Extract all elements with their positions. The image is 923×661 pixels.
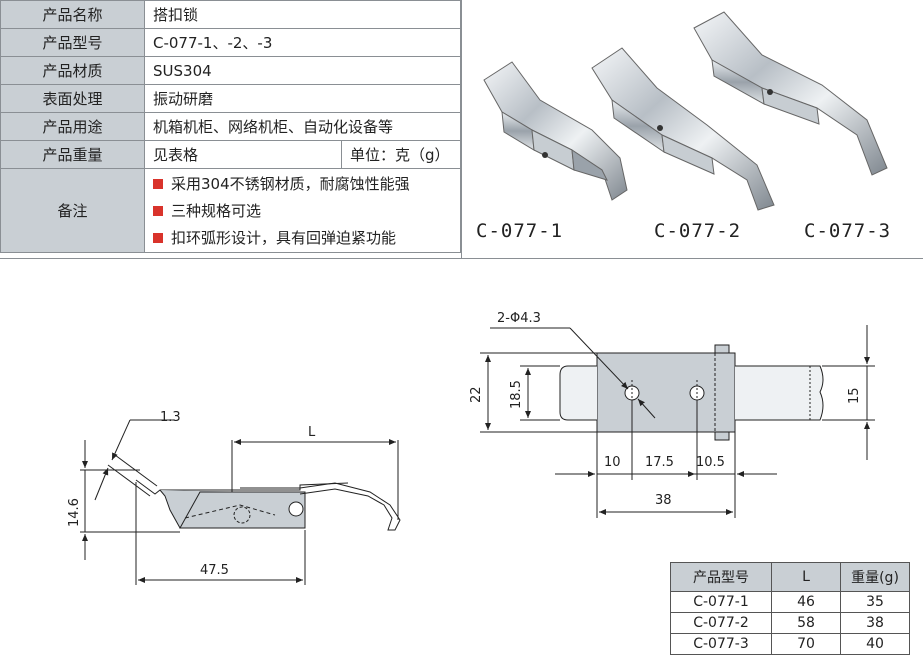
spec-row: 产品型号 C-077-1、-2、-3 xyxy=(0,28,461,57)
spec-label: 表面处理 xyxy=(0,84,145,113)
spec-value: 振动研磨 xyxy=(144,84,461,113)
note-item: 采用304不锈钢材质，耐腐蚀性能强 xyxy=(153,170,452,197)
dim-15: 15 xyxy=(847,387,862,404)
dim-38: 38 xyxy=(655,493,672,508)
red-square-bullet-icon xyxy=(153,178,163,189)
table-cell: 58 xyxy=(771,612,841,634)
table-cell: 38 xyxy=(840,612,910,634)
spec-value: 见表格 xyxy=(144,140,342,169)
spec-table: 产品名称 搭扣锁 产品型号 C-077-1、-2、-3 产品材质 SUS304 … xyxy=(0,0,461,253)
dim-hole: 2-Φ4.3 xyxy=(497,311,541,326)
table-cell: 40 xyxy=(840,633,910,655)
top-view xyxy=(480,325,875,518)
dim-17-5: 17.5 xyxy=(645,455,674,470)
spec-row: 产品材质 SUS304 xyxy=(0,56,461,85)
side-view xyxy=(80,419,401,585)
weight-unit: 单位：克（g） xyxy=(341,140,461,169)
spec-row: 产品名称 搭扣锁 xyxy=(0,0,461,29)
latch-photo-3 xyxy=(693,11,888,176)
table-row: C-077-2 58 38 xyxy=(670,612,910,634)
spec-label: 备注 xyxy=(0,168,145,253)
spec-row: 表面处理 振动研磨 xyxy=(0,84,461,113)
table-cell: 35 xyxy=(840,591,910,613)
table-cell: C-077-2 xyxy=(670,612,772,634)
latch-photo-1 xyxy=(483,61,628,201)
spec-value: 机箱机柜、网络机柜、自动化设备等 xyxy=(144,112,461,141)
dim-height: 14.6 xyxy=(67,498,82,527)
spec-label: 产品用途 xyxy=(0,112,145,141)
spec-value: 搭扣锁 xyxy=(144,0,461,29)
table-cell: 70 xyxy=(771,633,841,655)
model-label-2: C-077-2 xyxy=(654,220,742,242)
table-header: 重量(g) xyxy=(840,562,910,592)
table-cell: 46 xyxy=(771,591,841,613)
note-item: 扣环弧形设计，具有回弹迫紧功能 xyxy=(153,224,452,251)
dim-length: 47.5 xyxy=(200,563,229,578)
divider-vertical xyxy=(461,0,462,258)
spec-row: 产品重量 见表格 单位：克（g） xyxy=(0,140,461,169)
latch-photo-2 xyxy=(591,47,775,211)
table-cell: C-077-3 xyxy=(670,633,772,655)
table-header-row: 产品型号 L 重量(g) xyxy=(670,562,910,592)
dim-10: 10 xyxy=(604,455,621,470)
red-square-bullet-icon xyxy=(153,232,163,243)
table-row: C-077-1 46 35 xyxy=(670,591,910,613)
dim-L: L xyxy=(308,425,316,440)
notes-cell: 采用304不锈钢材质，耐腐蚀性能强 三种规格可选 扣环弧形设计，具有回弹迫紧功能 xyxy=(144,168,461,253)
model-label-1: C-077-1 xyxy=(476,220,564,242)
spec-row-note: 备注 采用304不锈钢材质，耐腐蚀性能强 三种规格可选 扣环弧形设计，具有回弹迫… xyxy=(0,168,461,253)
spec-label: 产品型号 xyxy=(0,28,145,57)
table-row: C-077-3 70 40 xyxy=(670,633,910,655)
model-label-3: C-077-3 xyxy=(804,220,892,242)
spec-label: 产品名称 xyxy=(0,0,145,29)
table-header: 产品型号 xyxy=(670,562,772,592)
table-header: L xyxy=(771,562,841,592)
spec-row: 产品用途 机箱机柜、网络机柜、自动化设备等 xyxy=(0,112,461,141)
product-photo xyxy=(483,11,888,211)
divider-horizontal xyxy=(0,258,923,259)
note-item: 三种规格可选 xyxy=(153,197,452,224)
dim-10-5: 10.5 xyxy=(696,455,725,470)
model-table: 产品型号 L 重量(g) C-077-1 46 35 C-077-2 58 38… xyxy=(670,562,910,655)
dim-thickness: 1.3 xyxy=(160,410,181,425)
spec-value: SUS304 xyxy=(144,56,461,85)
spec-label: 产品材质 xyxy=(0,56,145,85)
spec-label: 产品重量 xyxy=(0,140,145,169)
dim-18-5: 18.5 xyxy=(509,380,524,409)
dim-22: 22 xyxy=(469,386,484,403)
spec-value: C-077-1、-2、-3 xyxy=(144,28,461,57)
table-cell: C-077-1 xyxy=(670,591,772,613)
technical-drawing: 1.3 L 47.5 14.6 xyxy=(67,311,875,585)
red-square-bullet-icon xyxy=(153,205,163,216)
